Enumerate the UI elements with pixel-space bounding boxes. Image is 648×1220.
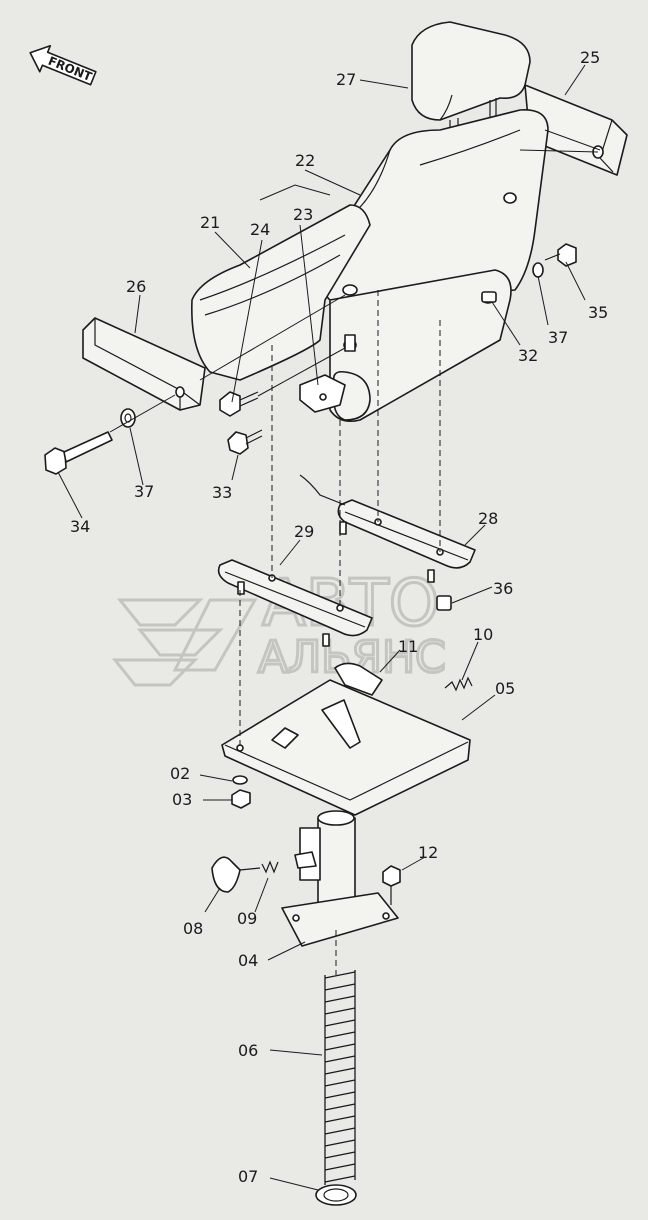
label-32: 32	[518, 346, 538, 365]
handle-knob-08	[211, 856, 261, 893]
seat-back	[321, 109, 549, 301]
nut-03	[231, 789, 251, 809]
label-29: 29	[294, 522, 314, 541]
bolt-24	[219, 391, 259, 417]
base-plate	[221, 679, 471, 816]
label-27: 27	[336, 70, 356, 89]
label-34: 34	[70, 517, 90, 536]
bolt-35	[544, 243, 577, 267]
label-10: 10	[473, 625, 493, 644]
label-02: 02	[170, 764, 190, 783]
coil-spring-06	[324, 970, 356, 1185]
label-36: 36	[493, 579, 513, 598]
label-06: 06	[238, 1041, 258, 1060]
label-37-left: 37	[134, 482, 154, 501]
headrest	[411, 21, 531, 140]
label-11: 11	[398, 637, 418, 656]
nut-36	[436, 595, 452, 611]
bracket	[299, 374, 346, 413]
part-labels: 27 25 22 24 23 21 26 35 37 32 37 34 33 2…	[70, 48, 608, 1186]
front-label: FRONT	[46, 54, 95, 84]
seat-cushion	[191, 204, 371, 381]
spring-10	[444, 676, 473, 692]
label-35: 35	[588, 303, 608, 322]
label-26: 26	[126, 277, 146, 296]
arrow-icon	[29, 44, 97, 86]
label-28: 28	[478, 509, 498, 528]
label-25: 25	[580, 48, 600, 67]
label-03: 03	[172, 790, 192, 809]
label-33: 33	[212, 483, 232, 502]
label-12: 12	[418, 843, 438, 862]
label-04: 04	[238, 951, 258, 970]
bolt-12	[382, 865, 401, 905]
label-23: 23	[293, 205, 313, 224]
column	[281, 810, 399, 947]
label-05: 05	[495, 679, 515, 698]
bolt-34	[44, 431, 113, 475]
washer-02	[232, 775, 248, 785]
knob-11	[334, 662, 383, 696]
label-09: 09	[237, 909, 257, 928]
spring-09	[261, 851, 317, 874]
armrest	[82, 317, 206, 411]
label-37-right: 37	[548, 328, 568, 347]
assembly-lines	[109, 129, 601, 975]
slide-rail-28	[299, 474, 476, 583]
pin-32	[481, 291, 497, 303]
watermark-logo	[111, 598, 258, 687]
label-08: 08	[183, 919, 203, 938]
label-07: 07	[238, 1167, 258, 1186]
washer-37-right	[532, 262, 544, 278]
snap-ring-07	[315, 1184, 357, 1206]
bolt-33	[227, 429, 263, 455]
label-24: 24	[250, 220, 270, 239]
label-21: 21	[200, 213, 220, 232]
leader-lines	[57, 64, 586, 1191]
label-22: 22	[295, 151, 315, 170]
front-arrow: FRONT	[29, 44, 97, 86]
slide-rail-29	[217, 559, 373, 647]
